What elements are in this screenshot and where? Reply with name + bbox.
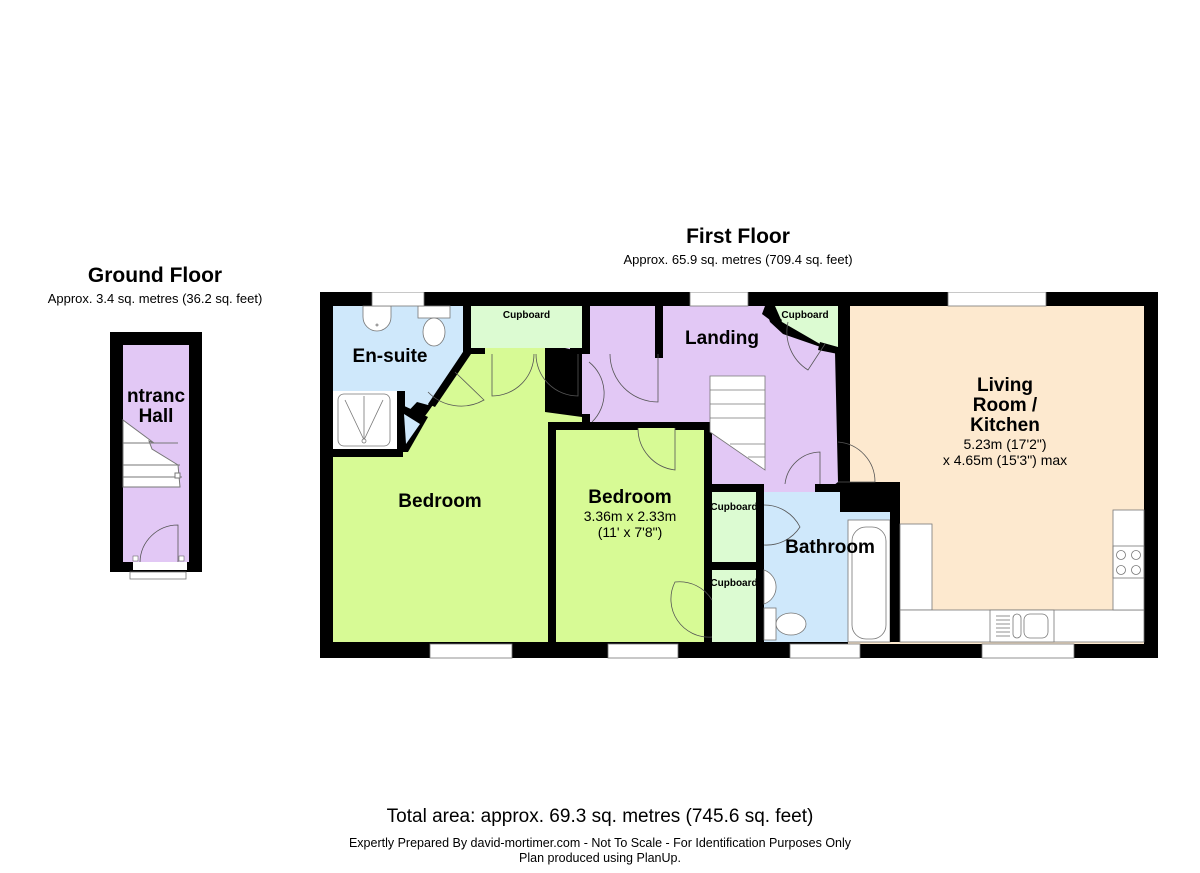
living-label-line1: Living bbox=[977, 375, 1033, 396]
kitchen-sink-icon bbox=[989, 609, 1055, 643]
planup-note: Plan produced using PlanUp. bbox=[519, 851, 681, 865]
windows bbox=[371, 292, 1075, 659]
living-dimension-1: 5.23m (17'2") bbox=[963, 435, 1047, 452]
ensuite-basin-icon bbox=[362, 305, 392, 332]
cupboard-mid-label: Cupboard bbox=[710, 502, 758, 513]
cupboard-low-label: Cupboard bbox=[710, 578, 758, 589]
bathroom-toilet-icon bbox=[763, 607, 807, 641]
shower-tray-icon bbox=[337, 393, 391, 447]
living-label-line2: Room / bbox=[972, 394, 1038, 416]
bathroom-basin-icon bbox=[763, 569, 777, 605]
entrance-hall-label: ntranc Hall bbox=[123, 387, 189, 427]
bedroom-1-label: Bedroom bbox=[398, 491, 482, 512]
cupboard-landing-label: Cupboard bbox=[781, 310, 829, 321]
entrance-hall-label-line2: Hall bbox=[138, 405, 174, 427]
prepared-by-note: Expertly Prepared By david-mortimer.com … bbox=[348, 836, 852, 850]
door-swings bbox=[427, 321, 876, 638]
living-label-line3: Kitchen bbox=[970, 414, 1040, 436]
landing-label: Landing bbox=[685, 328, 759, 349]
first-floor-area: Approx. 65.9 sq. metres (709.4 sq. feet) bbox=[623, 252, 853, 267]
cupboard-top-label: Cupboard bbox=[502, 310, 551, 321]
bedroom-2-name: Bedroom bbox=[588, 487, 672, 508]
ground-floor-title: Ground Floor bbox=[87, 264, 223, 287]
ensuite-label: En-suite bbox=[352, 346, 428, 367]
stairs-icon bbox=[122, 419, 182, 488]
ensuite-toilet-icon bbox=[417, 305, 451, 347]
total-area: Total area: approx. 69.3 sq. metres (745… bbox=[386, 806, 814, 827]
bedroom-2-dimension-2: (11' x 7'8") bbox=[597, 524, 663, 541]
bedroom-2-dimension-1: 3.36m x 2.33m bbox=[583, 507, 677, 524]
stairs-icon bbox=[709, 375, 766, 471]
hob-icon bbox=[1112, 545, 1145, 579]
bathroom-label: Bathroom bbox=[785, 537, 875, 558]
entrance-hall-label-line1: ntranc bbox=[126, 387, 186, 407]
living-kitchen-label: Living Room / Kitchen 5.23m (17'2") x 4.… bbox=[880, 376, 1130, 468]
first-floor-walls bbox=[320, 292, 1158, 659]
bedroom-2-label: Bedroom 3.36m x 2.33m (11' x 7'8") bbox=[560, 488, 700, 540]
ground-floor-walls bbox=[110, 332, 202, 580]
ground-floor-plan: ntranc Hall bbox=[100, 325, 210, 585]
first-floor-title: First Floor bbox=[686, 225, 790, 248]
first-floor-plan: En-suite Cupboard Landing Cupboard Livin… bbox=[320, 292, 1160, 660]
living-dimension-2: x 4.65m (15'3") max bbox=[942, 451, 1068, 468]
ground-floor-area: Approx. 3.4 sq. metres (36.2 sq. feet) bbox=[47, 291, 263, 306]
